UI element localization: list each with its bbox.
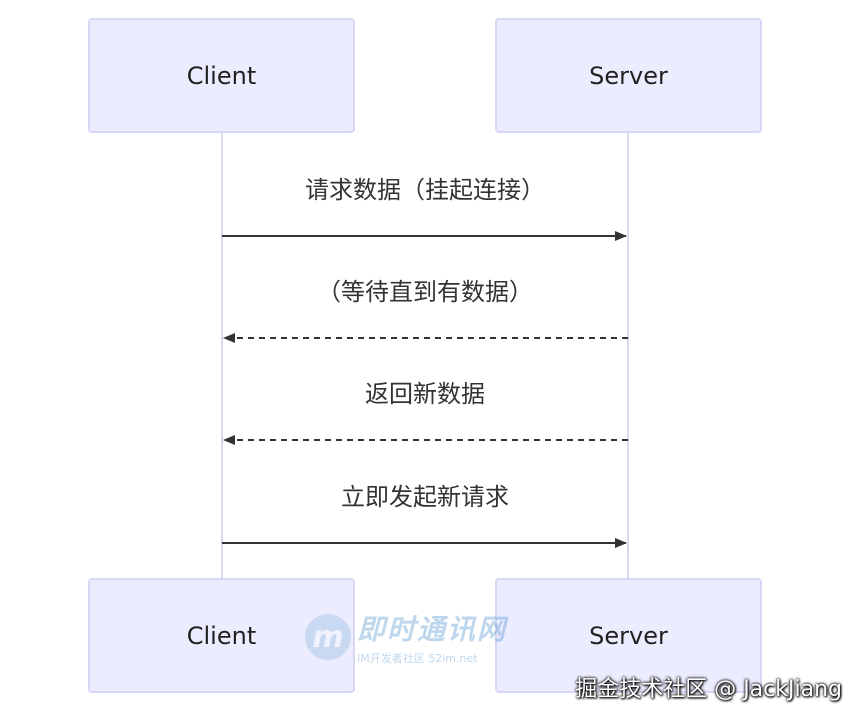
credit-text: 掘金技术社区 @ JackJiang xyxy=(575,677,842,702)
client-actor-bottom-label: Client xyxy=(186,621,257,650)
server-actor-bottom-label: Server xyxy=(589,621,668,650)
client-actor-top-label: Client xyxy=(186,61,257,90)
watermark-text: 即时通讯网 IM开发者社区 52im.net xyxy=(357,608,507,666)
server-actor-bottom: Server xyxy=(495,578,762,693)
watermark-subtitle: IM开发者社区 52im.net xyxy=(357,652,478,665)
client-actor-bottom: Client xyxy=(88,578,355,693)
server-actor-top-label: Server xyxy=(589,61,668,90)
watermark-m-icon: m xyxy=(305,614,351,660)
message-label-1: 请求数据（挂起连接） xyxy=(305,176,545,204)
server-actor-top: Server xyxy=(495,18,762,133)
message-label-3: 返回新数据 xyxy=(365,380,485,408)
watermark-title: 即时通讯网 xyxy=(357,613,508,646)
message-label-2: （等待直到有数据） xyxy=(317,278,533,306)
watermark-logo: m 即时通讯网 IM开发者社区 52im.net xyxy=(305,608,507,666)
client-actor-top: Client xyxy=(88,18,355,133)
message-label-4: 立即发起新请求 xyxy=(341,483,509,511)
